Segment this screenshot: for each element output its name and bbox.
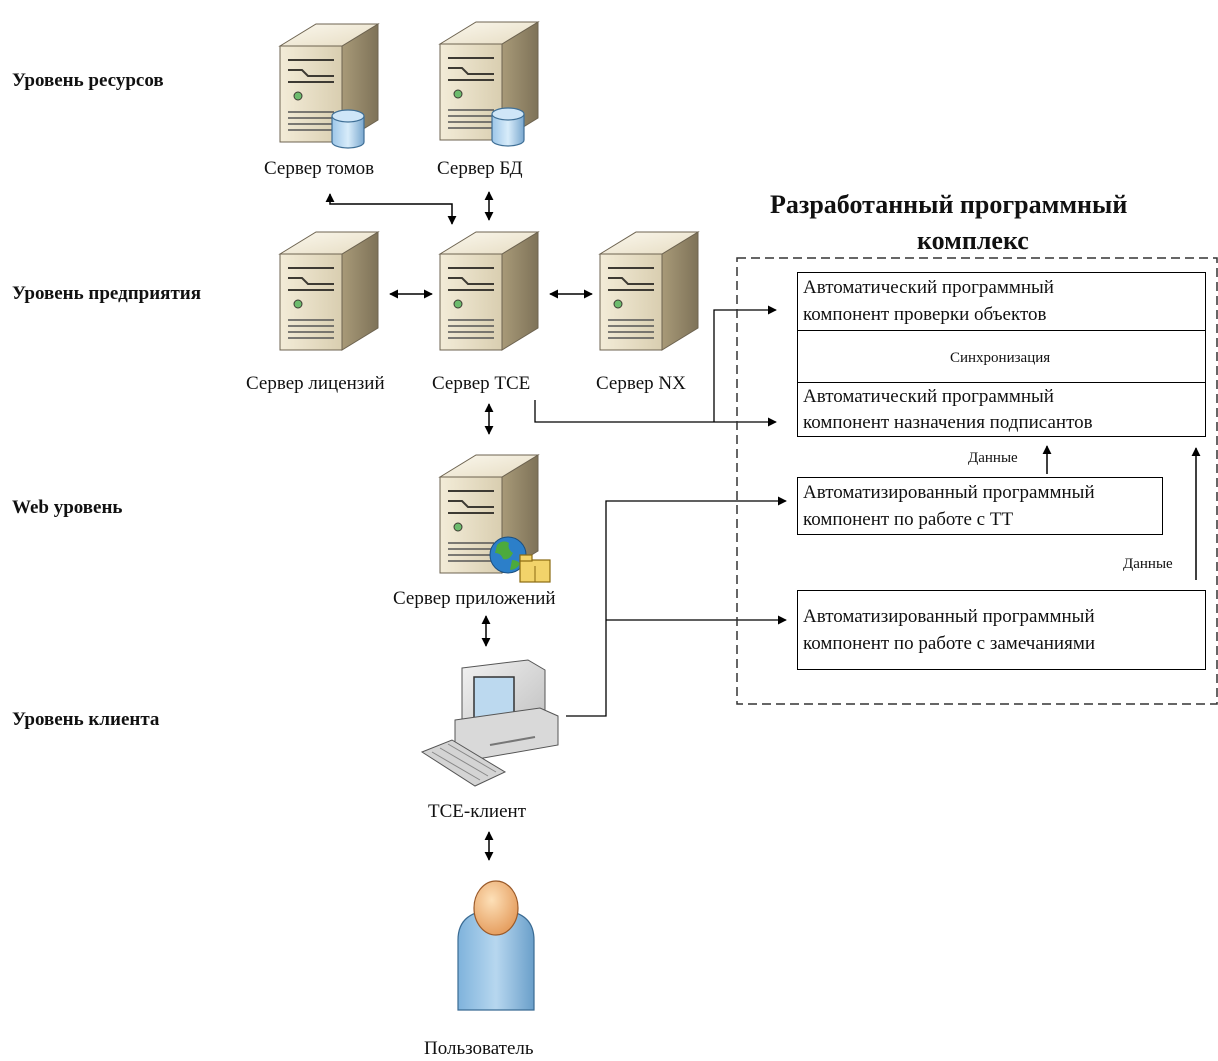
app-server-icon (439, 454, 551, 583)
client-pc-icon (420, 659, 559, 787)
database-icon (491, 107, 525, 147)
box-divider (797, 382, 1206, 383)
client-label: TCE-клиент (428, 801, 526, 822)
check-objects-component (797, 272, 1206, 437)
user-icon (457, 880, 535, 1011)
box2-line2: компонент назначения подписантов (803, 412, 1093, 433)
level-client-label: Уровень клиента (12, 709, 160, 730)
box3-line1: Автоматизированный программный (803, 482, 1095, 503)
keyboard-icon (420, 739, 507, 787)
level-web-label: Web уровень (12, 497, 123, 518)
arrow-volumes-tce (325, 193, 457, 225)
sync-label: Синхронизация (950, 350, 1051, 366)
data-label-1: Данные (968, 450, 1018, 466)
volume-server-label: Сервер томов (264, 158, 375, 179)
tce-server-icon (439, 231, 539, 351)
arrow-tce-to-box2 (534, 400, 777, 427)
complex-frame (736, 257, 1218, 705)
nx-server-icon (599, 231, 699, 351)
nx-server-label: Сервер NX (596, 373, 686, 394)
box1-line2: компонент проверки объектов (803, 304, 1047, 325)
arrow-tce-to-box1 (713, 305, 777, 422)
complex-title-line2: комплекс (917, 226, 1029, 255)
db-server-icon (439, 21, 539, 147)
data-label-2: Данные (1123, 556, 1173, 572)
box4-line2: компонент по работе с замечаниями (803, 633, 1096, 654)
remarks-component (797, 590, 1206, 670)
tce-server-label: Сервер TCE (432, 373, 531, 394)
user-label: Пользователь (424, 1038, 534, 1059)
box1-line1: Автоматический программный (803, 277, 1054, 298)
arrow-client-to-box3 (566, 496, 787, 717)
level-enterprise-label: Уровень предприятия (12, 283, 202, 304)
tt-component (797, 477, 1163, 535)
level-resources-label: Уровень ресурсов (12, 70, 164, 91)
box-divider (797, 330, 1206, 331)
volume-server-icon (279, 23, 379, 149)
box2-line1: Автоматический программный (803, 386, 1054, 407)
db-server-label: Сервер БД (437, 158, 523, 179)
license-server-label: Сервер лицензий (246, 373, 385, 394)
license-server-icon (279, 231, 379, 351)
complex-title-line1: Разработанный программный (770, 190, 1128, 219)
folder-icon (519, 554, 551, 583)
box4-line1: Автоматизированный программный (803, 606, 1095, 627)
database-icon (331, 109, 365, 149)
app-server-label: Сервер приложений (393, 588, 556, 609)
box3-line2: компонент по работе с ТТ (803, 509, 1014, 530)
